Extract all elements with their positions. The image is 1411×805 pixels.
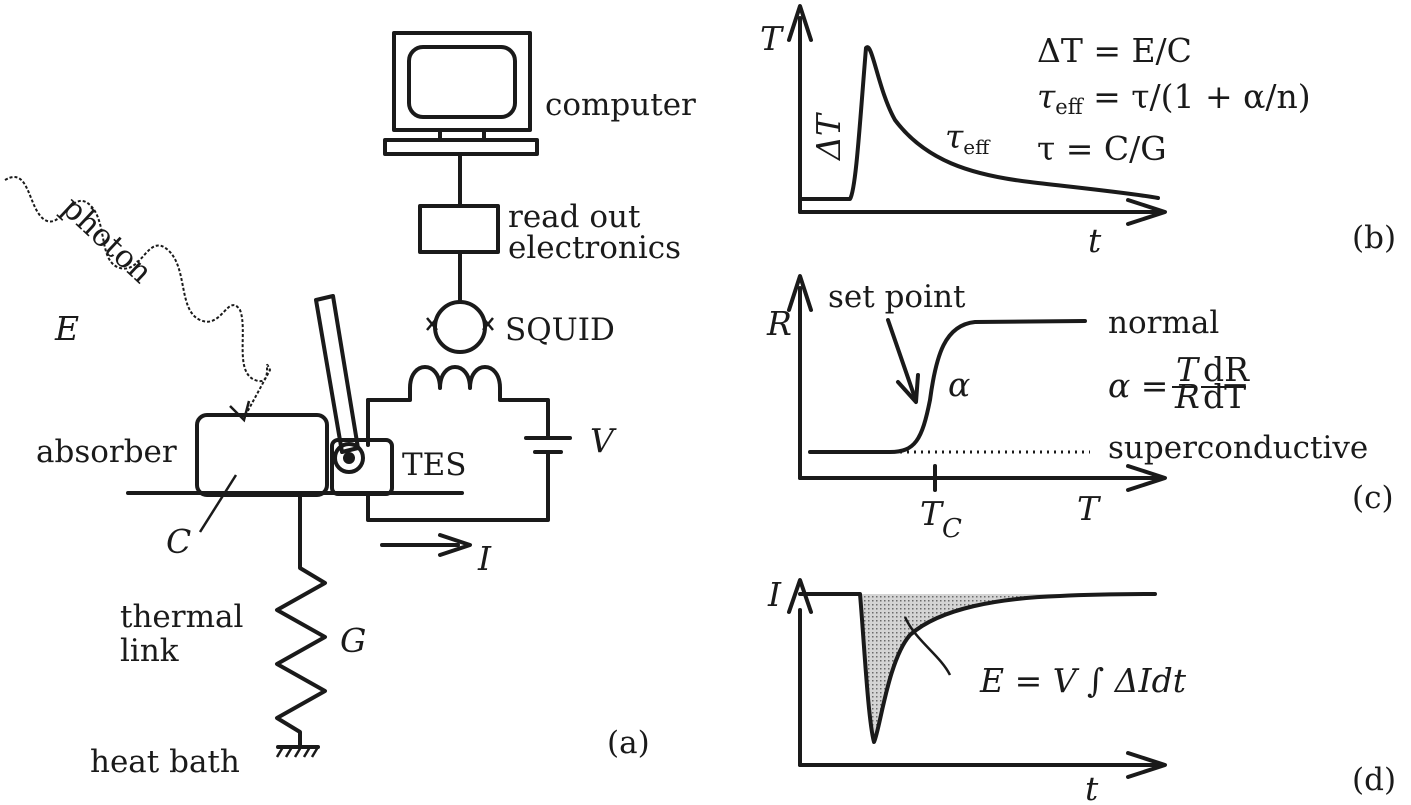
panel-a-label: (a): [607, 725, 650, 761]
d-integrated-area: [855, 594, 1155, 742]
c-frac1-den: R: [1174, 377, 1200, 416]
c-y-arrow-head: [787, 274, 813, 312]
heat-bath-label: heat bath: [90, 744, 240, 780]
d-current-curve: [798, 592, 1157, 744]
d-x-label: t: [1085, 769, 1099, 805]
b-eq-tau: τ = C/G: [1037, 129, 1167, 168]
thermal-label-line2: link: [120, 633, 179, 669]
c-normal-label: normal: [1108, 305, 1219, 341]
b-y-label: T: [760, 19, 785, 58]
c-set-point-label: set point: [828, 279, 966, 315]
panel-c-resistance-transition: R T TC set point α normal superconductiv…: [766, 274, 1394, 544]
panel-a-circuit: computer read out electronics SQUID V I: [4, 31, 696, 780]
current-arrow: [380, 533, 472, 557]
readout-electronics-box: [418, 204, 500, 254]
panel-d-label: (d): [1352, 762, 1396, 798]
b-eq-delta-t: ΔT = E/C: [1037, 31, 1192, 70]
thermometer-icon: [314, 294, 365, 474]
b-pulse-height-label: ΔT: [809, 111, 848, 162]
voltage-label: V: [590, 421, 617, 460]
c-y-label: R: [766, 304, 792, 343]
capacitance-leader: [198, 474, 238, 533]
photon-label: photon: [55, 190, 160, 291]
tes-element: [330, 438, 394, 496]
c-resistance-curve: [808, 319, 1087, 454]
c-tc-label: TC: [920, 494, 962, 544]
photon-energy-label: E: [54, 309, 79, 348]
b-temperature-curve: [798, 45, 1160, 201]
capacitance-label: C: [166, 522, 191, 561]
squid-icon: [426, 300, 494, 354]
c-set-point-arrow: [886, 318, 920, 404]
c-alpha-definition: α = T R dR dT: [1108, 350, 1250, 416]
inductor-coil: [366, 365, 550, 440]
d-y-label: I: [767, 575, 782, 614]
ground-icon: [275, 745, 320, 758]
b-eq-tau-eff: τeff = τ/(1 + α/n): [1037, 77, 1311, 119]
readout-label-line1: read out: [508, 199, 641, 235]
absorber-block: [195, 413, 329, 497]
panel-c-label: (c): [1352, 480, 1394, 516]
c-x-arrow-head: [1126, 464, 1167, 492]
bias-circuit-wire: [366, 450, 550, 522]
conductance-label: G: [340, 621, 366, 660]
photon-wave: [4, 176, 272, 419]
tes-label: TES: [402, 447, 467, 483]
c-frac1-num: T: [1176, 350, 1201, 389]
computer-icon: [383, 31, 539, 156]
thermal-link-spring: [275, 493, 327, 747]
d-energy-equation: E = V ∫ ΔIdt: [979, 661, 1187, 700]
current-label: I: [477, 539, 492, 578]
c-frac2-num: dR: [1203, 350, 1250, 389]
c-x-label: T: [1077, 489, 1102, 528]
absorber-label: absorber: [36, 434, 177, 470]
b-decay-label: τeff: [945, 117, 991, 159]
b-x-label: t: [1088, 221, 1102, 260]
readout-label-line2: electronics: [508, 230, 681, 266]
panel-d-current-pulse: I t E = V ∫ ΔIdt (d): [767, 575, 1396, 805]
c-alpha-lhs: α =: [1108, 366, 1168, 405]
panel-b-label: (b): [1352, 220, 1396, 256]
photon-arrow-head: [229, 400, 251, 423]
d-y-arrow-head: [787, 578, 813, 614]
d-x-arrow-head: [1126, 751, 1167, 779]
computer-label: computer: [545, 87, 696, 123]
panel-b-temperature-pulse: T t ΔT τeff ΔT = E/C τeff = τ/(1 + α/n) …: [760, 4, 1396, 260]
thermal-label-line1: thermal: [120, 599, 243, 635]
d-energy-leader: [903, 616, 952, 676]
c-superconductive-label: superconductive: [1108, 430, 1368, 466]
b-y-arrow-head: [787, 4, 813, 42]
c-alpha-label: α: [948, 365, 970, 404]
c-frac2-den: dT: [1203, 377, 1246, 416]
b-x-arrow-head: [1126, 198, 1167, 226]
squid-label: SQUID: [505, 312, 615, 348]
